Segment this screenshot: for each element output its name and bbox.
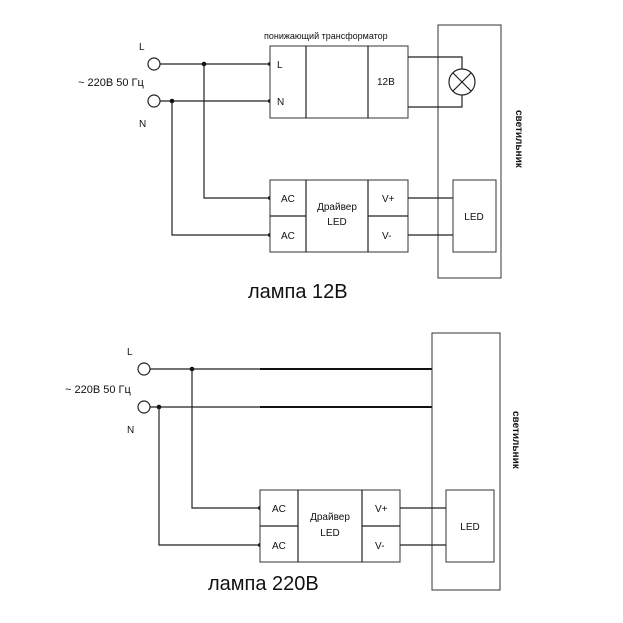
- supply-voltage-label: ~ 220В 50 Гц: [65, 384, 131, 396]
- step-down-transformer: [269, 45, 409, 119]
- lamp-lead-bottom: [448, 95, 463, 108]
- transformer-input-l: L: [277, 60, 283, 71]
- driver-ac-bottom-label: AC: [272, 541, 286, 552]
- driver-name-led: LED: [320, 528, 339, 539]
- driver-ac-top-label: AC: [281, 194, 295, 205]
- diagram-12v: L ~ 220В 50 Гц N понижающий трансформато…: [78, 24, 524, 303]
- lamp-lead-top: [448, 56, 463, 69]
- neutral-terminal: [147, 94, 161, 108]
- transformer-input-n: N: [277, 97, 284, 108]
- line-terminal: [137, 362, 151, 376]
- driver-vplus-label: V+: [375, 504, 388, 515]
- line-terminal: [147, 57, 161, 71]
- line-terminal-label: L: [139, 42, 145, 53]
- driver-neutral-wire: [171, 101, 270, 236]
- line-terminal-label: L: [127, 347, 133, 358]
- neutral-terminal-label: N: [127, 425, 134, 436]
- neutral-terminal-label: N: [139, 119, 146, 130]
- driver-name-led: LED: [327, 217, 346, 228]
- transformer-output-voltage: 12В: [377, 77, 395, 88]
- driver-ac-bottom-label: AC: [281, 231, 295, 242]
- driver-vplus-label: V+: [382, 194, 395, 205]
- driver-name: Драйвер: [317, 202, 357, 213]
- led-module: [452, 179, 497, 253]
- driver-vminus-label: V-: [382, 231, 391, 242]
- fixture-label: светильник: [513, 110, 524, 169]
- transformer-title: понижающий трансформатор: [264, 31, 388, 41]
- driver-neutral-wire: [158, 407, 260, 546]
- diagram-220v: L ~ 220В 50 Гц N светильник AC AC: [65, 332, 521, 595]
- led-label: LED: [460, 522, 479, 533]
- led-module: [445, 489, 495, 563]
- led-label: LED: [464, 212, 483, 223]
- fixture-label: светильник: [510, 411, 521, 470]
- supply-voltage-label: ~ 220В 50 Гц: [78, 77, 144, 89]
- driver-vminus-label: V-: [375, 541, 384, 552]
- driver-line-wire: [203, 64, 270, 199]
- driver-line-wire: [191, 369, 260, 509]
- caption: лампа 12В: [248, 281, 348, 303]
- caption: лампа 220В: [208, 573, 319, 595]
- neutral-terminal: [137, 400, 151, 414]
- lamp-cross: [452, 72, 472, 92]
- driver-name: Драйвер: [310, 512, 350, 523]
- driver-ac-top-label: AC: [272, 504, 286, 515]
